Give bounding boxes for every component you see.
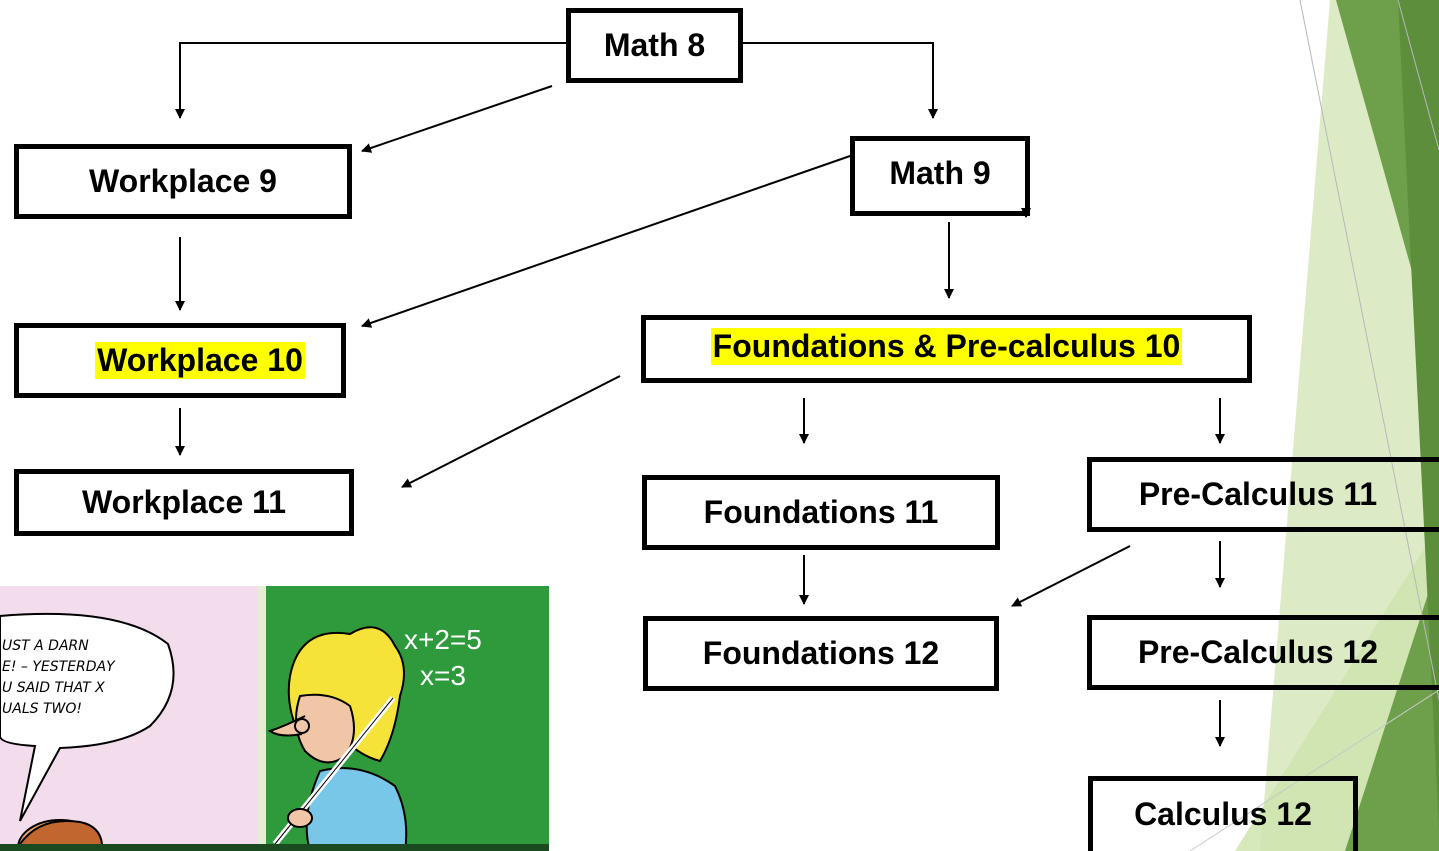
node-math-8: Math 8 (566, 8, 743, 83)
speech-bubble (0, 612, 175, 822)
chalkboard-equation-2: x=3 (420, 660, 466, 691)
theme-line (1397, 0, 1439, 151)
node-precalculus-12: Pre-Calculus 12 (1087, 615, 1439, 690)
speech-line: UALS TWO! (2, 701, 82, 717)
theme-mid-green-panel (1260, 0, 1439, 851)
cartoon-bottom-band (0, 844, 549, 851)
node-calculus-12: Calculus 12 (1088, 776, 1358, 851)
node-label: Math 9 (889, 154, 991, 191)
node-label-highlighted: Foundations & Pre-calculus 10 (710, 327, 1183, 365)
theme-darker-green-panel (1398, 0, 1439, 851)
cartoon-illustration: UST A DARN E! – YESTERDAY U SAID THAT X … (0, 586, 549, 851)
speech-line: UST A DARN (2, 638, 89, 654)
theme-line (1299, 0, 1439, 701)
node-foundations-precalculus-10: Foundations & Pre-calculus 10 (641, 315, 1252, 383)
speech-bubble-text: UST A DARN E! – YESTERDAY U SAID THAT X … (2, 636, 177, 720)
node-foundations-12: Foundations 12 (643, 616, 999, 691)
speech-line: U SAID THAT X (2, 680, 105, 696)
node-label: Workplace 9 (89, 163, 277, 199)
chalkboard-equation-1: x+2=5 (404, 624, 482, 655)
node-label: Workplace 11 (82, 484, 286, 520)
node-label: Calculus 12 (1134, 795, 1312, 832)
node-workplace-10: Workplace 10 (14, 323, 346, 398)
node-label-highlighted: Workplace 10 (95, 342, 305, 379)
student-hair (19, 820, 103, 845)
node-label: Foundations 12 (702, 635, 940, 671)
node-math-9: Math 9 (850, 136, 1030, 216)
node-workplace-9: Workplace 9 (14, 144, 352, 219)
cartoon-chalkboard-frame (258, 586, 266, 851)
node-label: Math 8 (603, 27, 706, 63)
node-label: Foundations 11 (703, 494, 939, 530)
teacher-hand (287, 808, 313, 828)
cartoon-drawing (0, 586, 549, 851)
node-label: Pre-Calculus 11 (1138, 476, 1378, 512)
node-foundations-11: Foundations 11 (642, 475, 1000, 550)
speech-line: E! – YESTERDAY (2, 659, 115, 675)
teacher-glasses (294, 718, 310, 734)
node-precalculus-11: Pre-Calculus 11 (1087, 457, 1439, 532)
theme-line (1189, 689, 1439, 851)
node-workplace-11: Workplace 11 (14, 469, 354, 536)
node-label: Pre-Calculus 12 (1137, 634, 1379, 670)
